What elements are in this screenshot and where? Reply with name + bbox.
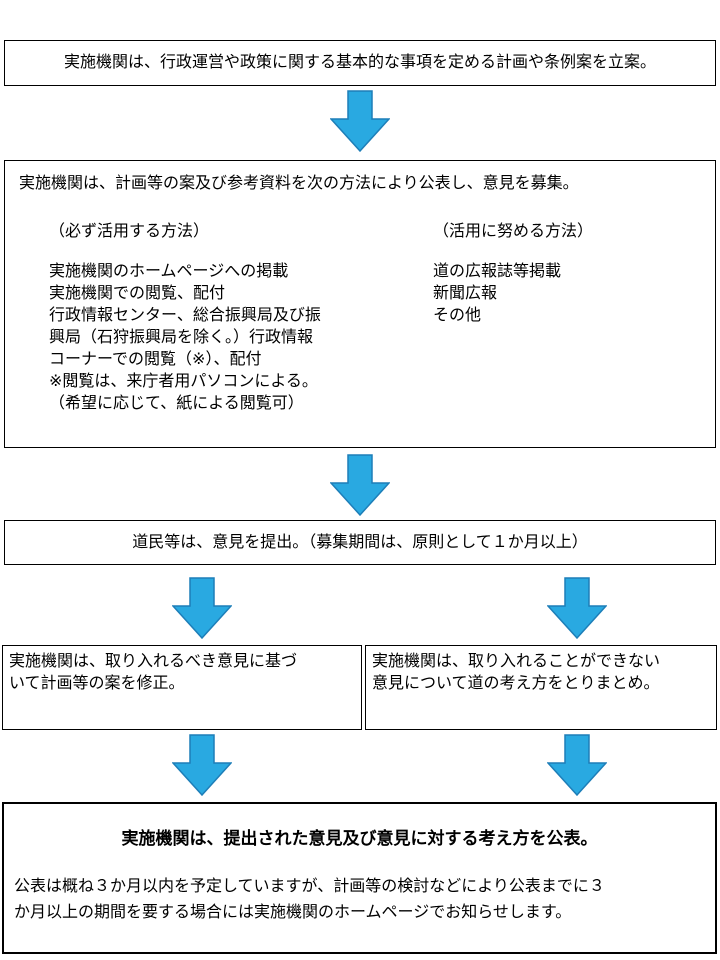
list-item: その他: [433, 307, 482, 324]
flow-box-compile-views: 実施機関は、取り入れることができない 意見について道の考え方をとりまとめ。: [365, 645, 717, 730]
list-item: ※閲覧は、来庁者用パソコンによる。: [49, 373, 318, 390]
down-arrow-icon: [547, 577, 607, 639]
flow-box-revise-plan: 実施機関は、取り入れるべき意見に基づ いて計画等の案を修正。: [2, 645, 362, 730]
list-item: 興局（石狩振興局を除く。）行政情報: [49, 329, 314, 346]
list-item: 新聞広報: [433, 285, 498, 302]
compile-views-line: 意見について道の考え方をとりまとめ。: [372, 675, 660, 692]
submit-opinions-text: 道民等は、意見を提出。（募集期間は、原則として１か月以上）: [132, 533, 588, 551]
list-item: コーナーでの閲覧（※）、配付: [49, 351, 262, 368]
flow-box-submit-opinions: 道民等は、意見を提出。（募集期間は、原則として１か月以上）: [4, 520, 716, 565]
flow-box-draft-plan: 実施機関は、行政運営や政策に関する基本的な事項を定める計画や条例案を立案。: [4, 40, 716, 86]
required-methods-list: 実施機関のホームページへの掲載 実施機関での閲覧、配付 行政情報センター、総合振…: [49, 261, 321, 415]
down-arrow-icon: [547, 734, 607, 796]
effort-methods-heading: （活用に努める方法）: [433, 223, 594, 240]
down-arrow-icon: [172, 734, 232, 796]
publish-results-body-line: か月以上の期間を要する場合には実施機関のホームページでお知らせします。: [14, 904, 572, 921]
publish-results-title: 実施機関は、提出された意見及び意見に対する考え方を公表。: [121, 829, 598, 848]
down-arrow-icon: [172, 577, 232, 639]
compile-views-line: 実施機関は、取り入れることができない: [372, 653, 661, 670]
list-item: 道の広報誌等掲載: [433, 263, 562, 280]
publish-intro-text: 実施機関は、計画等の案及び参考資料を次の方法により公表し、意見を募集。: [19, 175, 579, 192]
list-item: （希望に応じて、紙による閲覧可）: [49, 395, 304, 412]
draft-plan-text: 実施機関は、行政運営や政策に関する基本的な事項を定める計画や条例案を立案。: [63, 54, 656, 72]
flow-box-publish-results: 実施機関は、提出された意見及び意見に対する考え方を公表。 公表は概ね３か月以内を…: [2, 802, 717, 954]
required-methods-heading: （必ず活用する方法）: [49, 223, 210, 240]
list-item: 実施機関での閲覧、配付: [49, 285, 226, 302]
revise-plan-line: いて計画等の案を修正。: [9, 675, 185, 692]
flow-box-publish-methods: 実施機関は、計画等の案及び参考資料を次の方法により公表し、意見を募集。 （必ず活…: [4, 160, 716, 448]
list-item: 行政情報センター、総合振興局及び振: [49, 307, 321, 324]
down-arrow-icon: [330, 90, 390, 152]
publish-results-body-line: 公表は概ね３か月以内を予定していますが、計画等の検討などにより公表までに３: [14, 878, 605, 895]
down-arrow-icon: [330, 454, 390, 516]
effort-methods-list: 道の広報誌等掲載 新聞広報 その他: [433, 261, 561, 327]
publish-results-body: 公表は概ね３か月以内を予定していますが、計画等の検討などにより公表までに３ か月…: [14, 876, 605, 928]
list-item: 実施機関のホームページへの掲載: [49, 263, 289, 280]
revise-plan-line: 実施機関は、取り入れるべき意見に基づ: [9, 653, 298, 670]
